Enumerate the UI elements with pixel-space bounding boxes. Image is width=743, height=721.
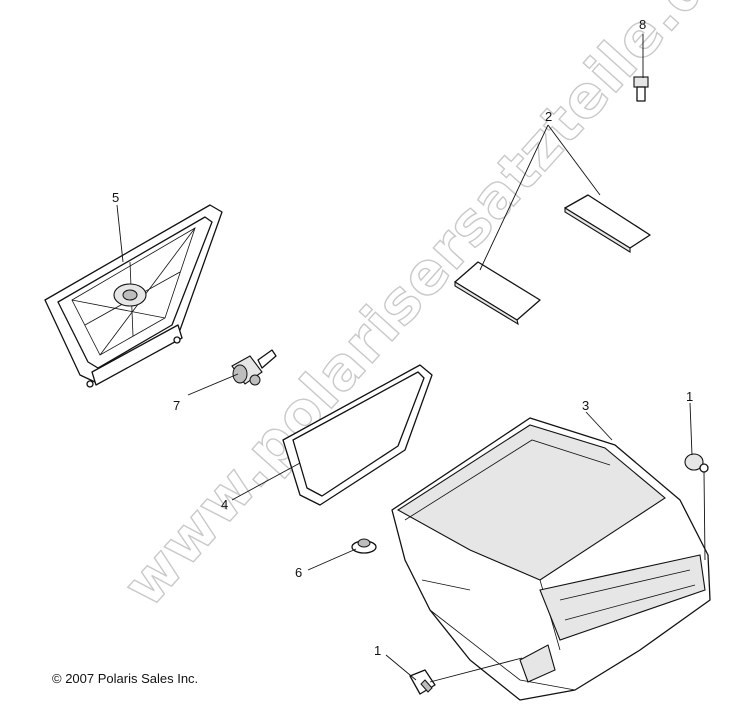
leader-1b (385, 654, 417, 681)
part-1-clip-upper (684, 453, 709, 473)
leader-2b (547, 124, 601, 196)
leader-7 (187, 373, 239, 396)
callout-8: 8 (639, 17, 646, 32)
part-6-grommet (351, 538, 377, 554)
leader-3 (585, 411, 613, 441)
callout-2: 2 (545, 109, 552, 124)
callout-7: 7 (173, 398, 180, 413)
part-1-push-pin-lower (409, 669, 436, 695)
callout-6: 6 (295, 565, 302, 580)
part-8-screw (633, 76, 649, 102)
callout-5: 5 (112, 190, 119, 205)
part-4-gasket (282, 364, 433, 506)
callout-1-upper: 1 (686, 389, 693, 404)
callout-1-lower: 1 (374, 643, 381, 658)
leader-1b-up (429, 657, 523, 683)
copyright-text: © 2007 Polaris Sales Inc. (52, 671, 198, 686)
callout-4: 4 (221, 497, 228, 512)
part-2-foam-pads (454, 194, 651, 326)
leader-4 (231, 462, 301, 501)
leader-6 (307, 548, 357, 571)
leader-5 (116, 204, 124, 263)
leader-2a (479, 124, 549, 271)
part-3-airbox-housing (391, 417, 711, 701)
leader-1a (689, 402, 693, 456)
leader-1a-down (703, 471, 706, 561)
part-7-sensor (231, 349, 277, 386)
part-5-filter-frame (44, 204, 223, 388)
callout-3: 3 (582, 398, 589, 413)
